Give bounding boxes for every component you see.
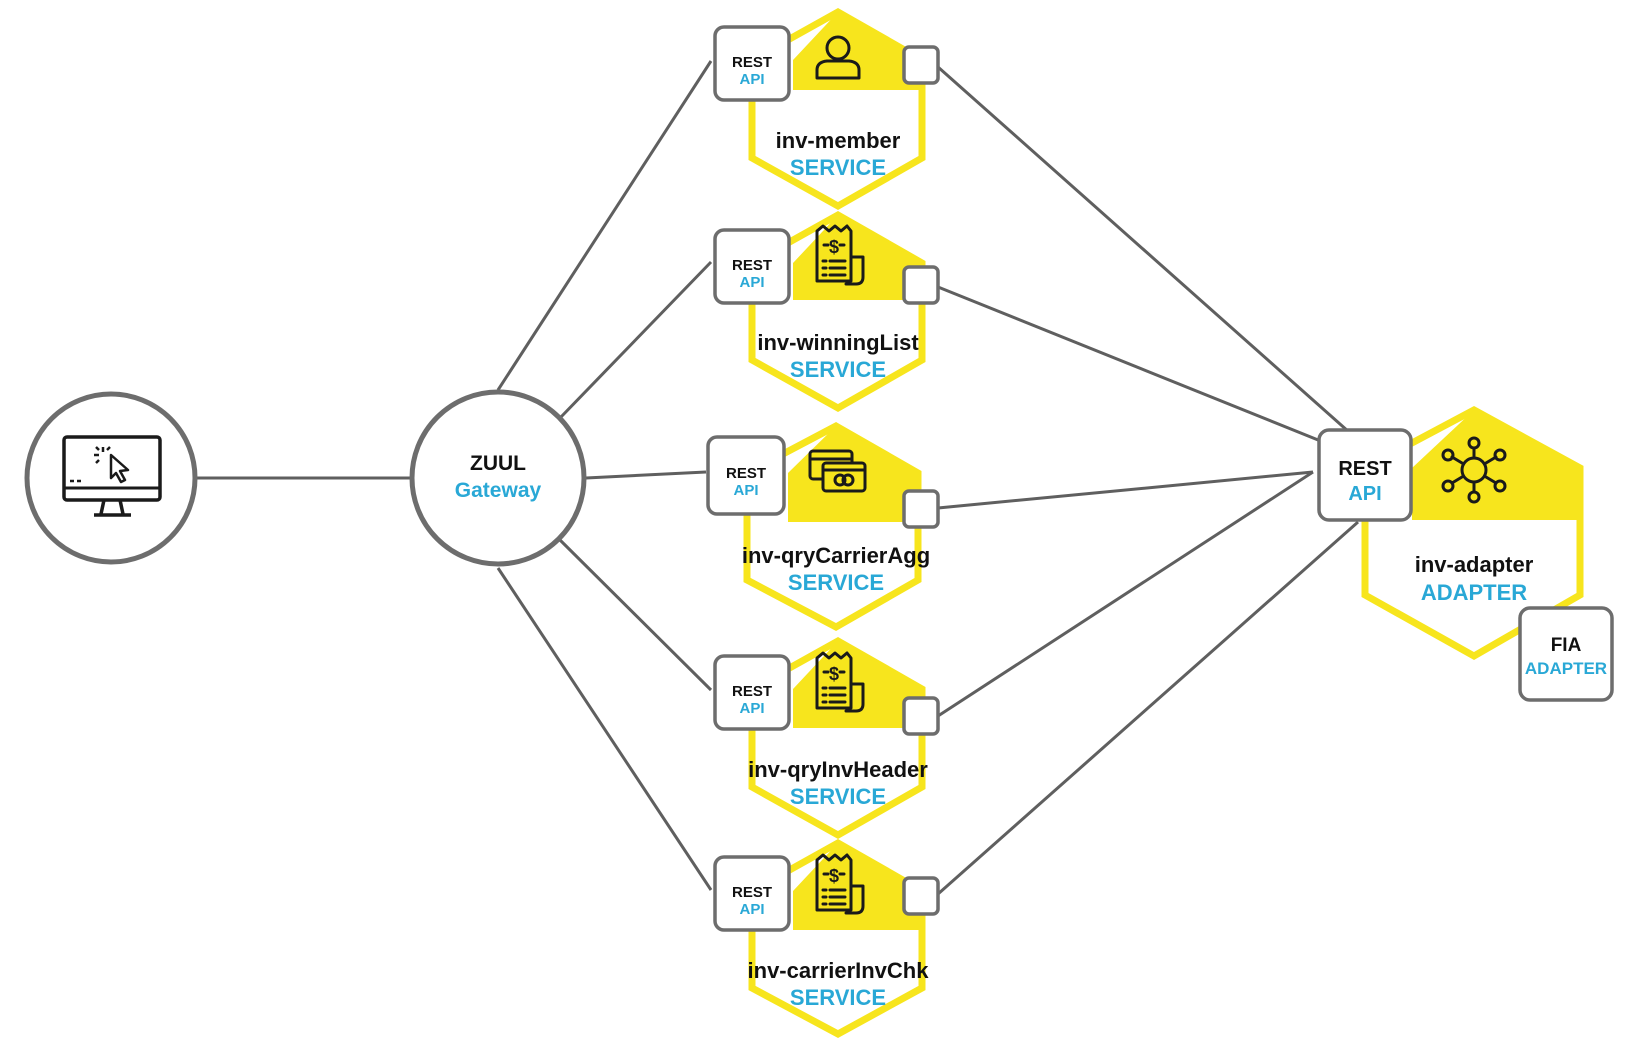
- rest-api-badge: [1317, 428, 1413, 522]
- api-badge-line1: REST: [1338, 458, 1391, 480]
- edge-gateway-inv-carrierinvchk: [496, 567, 713, 891]
- output-port: [902, 45, 940, 85]
- api-badge-line2: API: [739, 700, 764, 717]
- edge-inv-winninglist-adapter: [937, 285, 1339, 450]
- sub-adapter-type: ADAPTER: [1525, 659, 1607, 678]
- adapter-name: inv-adapter: [1415, 552, 1534, 577]
- edge-gateway-inv-winninglist: [558, 260, 713, 420]
- user-icon: [815, 35, 861, 80]
- api-badge-line1: REST: [732, 683, 772, 700]
- rest-api-badge: [713, 25, 791, 102]
- client-node: [24, 391, 198, 565]
- output-port: [902, 696, 940, 736]
- edge-gateway-inv-qryinvheader: [558, 538, 713, 692]
- service-type: SERVICE: [790, 155, 886, 180]
- rest-api-badge: [713, 654, 791, 731]
- api-badge-line2: API: [733, 482, 758, 499]
- rest-api-badge: [713, 855, 791, 932]
- service-node-inv-carrierinvchk: REST API inv-carrierInvChk SERVICE: [713, 838, 940, 1038]
- api-badge-line1: REST: [732, 884, 772, 901]
- rest-api-badge: [706, 435, 786, 516]
- api-badge-line2: API: [739, 901, 764, 918]
- desktop-cursor-icon: [62, 435, 162, 517]
- adapter-type: ADAPTER: [1421, 580, 1527, 605]
- edge-gateway-inv-qrycarrieragg: [585, 470, 707, 480]
- service-name: inv-qryCarrierAgg: [742, 543, 930, 568]
- rest-api-badge: [713, 228, 791, 305]
- sub-adapter-name: FIA: [1551, 635, 1582, 656]
- api-badge-line2: API: [739, 71, 764, 88]
- adapter-node-fia: FIA ADAPTER: [1518, 606, 1614, 702]
- api-badge-line1: REST: [732, 54, 772, 71]
- edge-inv-qryinvheader-adapter: [937, 470, 1314, 718]
- service-type: SERVICE: [790, 357, 886, 382]
- service-name: inv-winningList: [757, 330, 919, 355]
- service-type: SERVICE: [790, 985, 886, 1010]
- output-port: [902, 489, 940, 529]
- edge-inv-qrycarrieragg-adapter: [937, 470, 1314, 510]
- edge-gateway-inv-member: [496, 60, 713, 391]
- gateway-node: ZUUL Gateway: [409, 389, 587, 567]
- output-port: [902, 876, 940, 916]
- api-badge-line2: API: [739, 274, 764, 291]
- credit-cards-icon: [808, 449, 867, 493]
- api-badge-line2: API: [1348, 483, 1381, 505]
- adapter-node-inv-adapter: REST API inv-adapter ADAPTER: [1317, 406, 1584, 661]
- service-node-inv-member: REST API inv-member SERVICE: [713, 7, 940, 211]
- edge-inv-member-adapter: [937, 65, 1359, 442]
- network-hub-icon: [1441, 436, 1507, 504]
- api-badge-line1: REST: [732, 257, 772, 274]
- service-node-inv-qryinvheader: REST API inv-qryInvHeader SERVICE: [713, 636, 940, 840]
- service-type: SERVICE: [790, 784, 886, 809]
- service-node-inv-qrycarrieragg: REST API inv-qryCarrierAgg SERVICE: [706, 422, 940, 631]
- service-name: inv-carrierInvChk: [748, 958, 930, 983]
- service-name: inv-qryInvHeader: [748, 757, 928, 782]
- gateway-type: Gateway: [455, 479, 542, 502]
- api-badge-line1: REST: [726, 465, 766, 482]
- gateway-name: ZUUL: [470, 452, 526, 475]
- output-port: [902, 265, 940, 305]
- service-name: inv-member: [776, 128, 901, 153]
- service-node-inv-winninglist: REST API inv-winningList SERVICE: [713, 210, 940, 413]
- edge-inv-carrierinvchk-adapter: [937, 520, 1359, 896]
- connections: [194, 60, 1359, 896]
- service-type: SERVICE: [788, 570, 884, 595]
